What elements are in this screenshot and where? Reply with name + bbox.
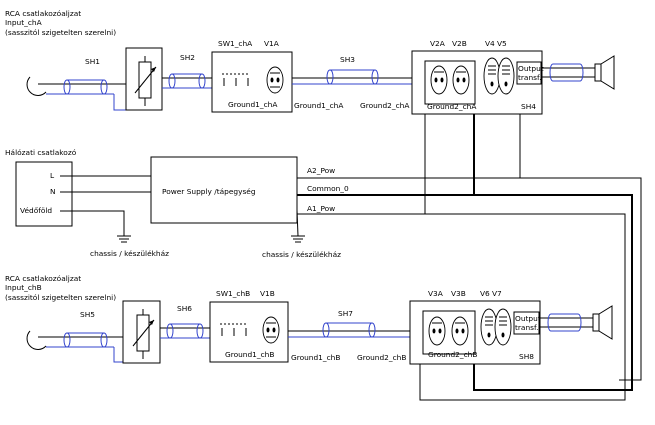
chA-speaker-icon (594, 55, 615, 90)
chA-selector-switch-icon (222, 73, 250, 86)
chA-v5-label: V5 (497, 39, 507, 48)
chA-v1-tube-icon (266, 66, 284, 94)
chB-v6-label: V6 (480, 289, 490, 298)
chB-speaker-cable (539, 313, 593, 332)
psu-label: Power Supply /tápegység (162, 187, 256, 196)
channel-b: RCA csatlakozóaljzat Input_chB (sasszitó… (5, 274, 613, 365)
chB-volume-pot (122, 300, 161, 364)
chA-ground1-inner: Ground1_chA (228, 100, 277, 109)
mains-l: L (50, 171, 55, 180)
chB-speaker-icon (592, 305, 613, 340)
psu-common-label: Common_0 (307, 184, 349, 193)
chB-sh7-cable (288, 322, 410, 338)
chB-transf-label: transf. (515, 323, 538, 332)
chA-output-transformer (516, 61, 542, 85)
chB-v1-label: V1B (260, 289, 275, 298)
chassis-left-label: chassis / készülékház (90, 249, 169, 258)
chA-sh3-cable (292, 69, 412, 85)
chA-v5-tube-icon (497, 57, 515, 95)
chB-sh6-cable (160, 323, 210, 339)
chA-sh4-label: SH4 (521, 102, 536, 111)
psu-a1-label: A1_Pow (307, 204, 335, 213)
chB-output-transformer (513, 311, 540, 335)
chA-v2b-label: V2B (452, 39, 467, 48)
chB-ground2-outer: Ground2_chB (357, 353, 406, 362)
chB-input-title: RCA csatlakozóaljzat (5, 274, 81, 283)
chB-sh6-label: SH6 (177, 304, 192, 313)
channel-a: RCA csatlakozóaljzat Input_chA (sasszitó… (5, 9, 615, 115)
chA-ground1-outer: Ground1_chA (294, 101, 343, 110)
chB-v1-tube-icon (262, 316, 280, 344)
chassis-ground-left-icon (117, 235, 131, 243)
chB-ground1-inner: Ground1_chB (225, 350, 274, 359)
chA-speaker-cable (541, 63, 595, 82)
mains-and-psu: Hálózati csatlakozó L N Védőföld chassis… (5, 114, 642, 401)
chA-sh2-cable (162, 73, 212, 89)
rca-jack-icon (26, 330, 52, 350)
chA-v2a-label: V2A (430, 39, 445, 48)
chA-sh2-label: SH2 (180, 53, 195, 62)
chB-v3a-label: V3A (428, 289, 443, 298)
chA-v4-label: V4 (485, 39, 495, 48)
chA-transf-label: transf. (518, 73, 541, 82)
chA-input-name: Input_chA (5, 18, 42, 27)
mains-n: N (50, 187, 56, 196)
chA-input-note: (sasszitól szigetelten szerelni) (5, 28, 116, 37)
chB-ground1-outer: Ground1_chB (291, 353, 340, 362)
chB-selector-switch-icon (220, 323, 248, 336)
chB-ground2-inner: Ground2_chB (428, 350, 477, 359)
chB-v7-label: V7 (492, 289, 502, 298)
chA-sw1-label: SW1_chA (218, 39, 252, 48)
chA-sh3-label: SH3 (340, 55, 355, 64)
chB-input-name: Input_chB (5, 283, 42, 292)
mains-title: Hálózati csatlakozó (5, 148, 77, 157)
chA-ground2-inner: Ground2_chA (427, 102, 476, 111)
chB-v3a-tube-icon (428, 316, 446, 346)
mains-connector-box (15, 161, 73, 227)
chB-input-note: (sasszitól szigetelten szerelni) (5, 293, 116, 302)
chA-ground2-outer: Ground2_chA (360, 101, 409, 110)
chB-v3b-label: V3B (451, 289, 466, 298)
chA-output-label: Output (518, 64, 544, 73)
chA-input-title: RCA csatlakozóaljzat (5, 9, 81, 18)
chA-sh1-label: SH1 (85, 57, 100, 66)
chB-v3b-tube-icon (451, 316, 469, 346)
chassis-right-label: chassis / készülékház (262, 250, 341, 259)
power-supply-box (150, 156, 298, 224)
chA-v2b-tube-icon (452, 65, 470, 95)
chB-output-label: Output (515, 314, 541, 323)
chA-v2a-tube-icon (430, 65, 448, 95)
psu-a2-label: A2_Pow (307, 166, 335, 175)
chB-v7-tube-icon (494, 308, 512, 346)
chA-volume-pot (125, 47, 163, 111)
chA-v1-label: V1A (264, 39, 279, 48)
chA-v4-tube-icon (483, 57, 501, 95)
chassis-ground-right-icon (291, 235, 305, 243)
chB-sh8-label: SH8 (519, 352, 534, 361)
chB-sh7-label: SH7 (338, 309, 353, 318)
chB-sw1-label: SW1_chB (216, 289, 250, 298)
chB-sh5-label: SH5 (80, 310, 95, 319)
rca-jack-icon (26, 76, 52, 96)
mains-pe: Védőföld (20, 206, 52, 215)
